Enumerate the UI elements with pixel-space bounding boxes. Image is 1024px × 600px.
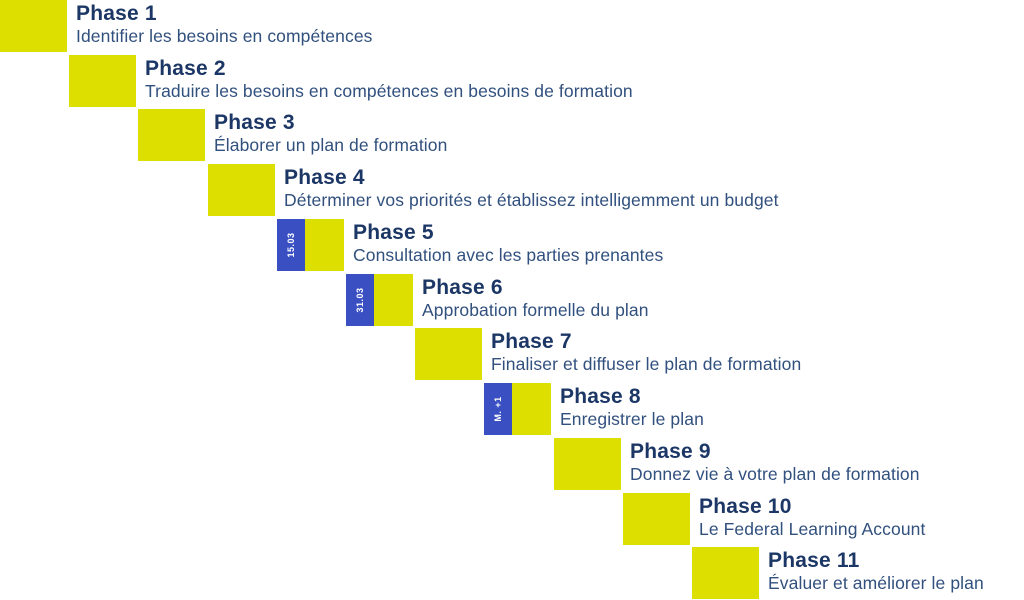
phase-description: Élaborer un plan de formation — [214, 135, 448, 155]
phase-title: Phase 6 — [422, 276, 503, 299]
phase-description: Évaluer et améliorer le plan — [768, 573, 984, 593]
phase-text: Phase 6 Approbation formelle du plan — [422, 276, 649, 321]
phase-block — [415, 328, 482, 380]
phase-description: Finaliser et diffuser le plan de formati… — [491, 354, 802, 374]
phase-title: Phase 3 — [214, 111, 295, 134]
phase-description: Déterminer vos priorités et établissez i… — [284, 190, 779, 210]
phase-block: 31.03 — [346, 274, 413, 326]
phase-title: Phase 9 — [630, 440, 711, 463]
phase-block — [0, 0, 67, 52]
phase-title: Phase 4 — [284, 166, 365, 189]
phase-block — [138, 109, 205, 161]
phase-description: Le Federal Learning Account — [699, 519, 926, 539]
phase-text: Phase 1 Identifier les besoins en compét… — [76, 2, 373, 47]
phase-text: Phase 5 Consultation avec les parties pr… — [353, 221, 663, 266]
phase-block — [208, 164, 275, 216]
phase-title: Phase 1 — [76, 2, 157, 25]
phase-text: Phase 10 Le Federal Learning Account — [699, 495, 925, 540]
phase-text: Phase 3 Élaborer un plan de formation — [214, 111, 447, 156]
phase-block — [69, 55, 136, 107]
phase-description: Approbation formelle du plan — [422, 300, 649, 320]
phase-text: Phase 11 Évaluer et améliorer le plan — [768, 549, 984, 594]
phase-block — [692, 547, 759, 599]
phase-block: M. +1 — [484, 383, 551, 435]
phase-block — [554, 438, 621, 490]
phase-title: Phase 2 — [145, 57, 226, 80]
phase-date-strip: 31.03 — [346, 274, 374, 326]
phase-text: Phase 8 Enregistrer le plan — [560, 385, 704, 430]
phase-block: 15.03 — [277, 219, 344, 271]
phase-block — [623, 493, 690, 545]
phase-date-strip: M. +1 — [484, 383, 512, 435]
phase-description: Consultation avec les parties prenantes — [353, 245, 664, 265]
phase-date-label: M. +1 — [493, 396, 503, 422]
phase-text: Phase 2 Traduire les besoins en compéten… — [145, 57, 633, 102]
phase-title: Phase 5 — [353, 221, 434, 244]
phase-title: Phase 10 — [699, 495, 792, 518]
phase-text: Phase 4 Déterminer vos priorités et étab… — [284, 166, 779, 211]
phase-description: Donnez vie à votre plan de formation — [630, 464, 920, 484]
phase-description: Traduire les besoins en compétences en b… — [145, 81, 633, 101]
phase-date-label: 15.03 — [286, 232, 296, 258]
phase-title: Phase 8 — [560, 385, 641, 408]
phase-date-strip: 15.03 — [277, 219, 305, 271]
phase-date-label: 31.03 — [355, 287, 365, 313]
phase-text: Phase 9 Donnez vie à votre plan de forma… — [630, 440, 920, 485]
phase-title: Phase 7 — [491, 330, 572, 353]
phase-description: Enregistrer le plan — [560, 409, 704, 429]
phase-text: Phase 7 Finaliser et diffuser le plan de… — [491, 330, 801, 375]
phase-description: Identifier les besoins en compétences — [76, 26, 373, 46]
phase-title: Phase 11 — [768, 549, 860, 572]
